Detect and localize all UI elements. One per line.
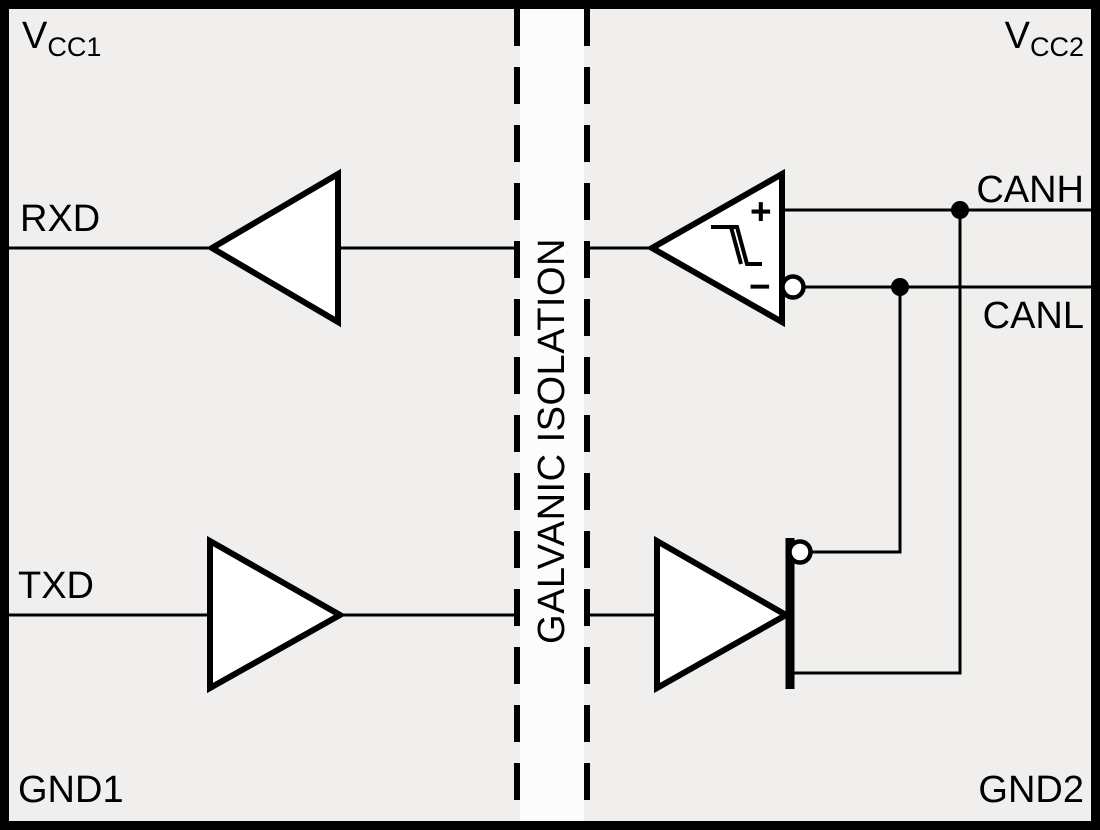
canh-junction-dot (951, 201, 969, 219)
canh-to-driver-output-wire (790, 210, 962, 675)
galvanic-isolation-label: GALVANIC ISOLATION (531, 238, 573, 644)
rx-buffer-icon (206, 168, 341, 328)
vcc1-subscript: CC1 (47, 32, 102, 62)
vcc2-label: VCC2 (1004, 15, 1084, 62)
comparator-icon (645, 168, 785, 328)
gnd2-pin-label: GND2 (978, 769, 1084, 811)
vcc1-label: VCC1 (22, 15, 101, 62)
gnd1-pin-label: GND1 (18, 769, 124, 811)
comparator-inverting-bubble-icon (780, 274, 806, 300)
comparator-minus-input-label: − (749, 266, 771, 307)
canl-pin-label: CANL (982, 295, 1084, 337)
txd-pin-label: TXD (18, 565, 94, 607)
canl-to-driver-bubble-wire (811, 287, 902, 554)
rxd-pin-label: RXD (20, 198, 101, 240)
hysteresis-icon-second-slope (729, 226, 743, 265)
vcc1-main-text: V (22, 15, 48, 57)
vcc2-main-text: V (1004, 15, 1030, 57)
driver-inverting-bubble-icon (787, 539, 813, 565)
tx-buffer-icon (207, 535, 347, 694)
hysteresis-icon (711, 225, 762, 266)
canh-pin-label: CANH (976, 169, 1084, 211)
comparator-plus-input-label: + (750, 191, 772, 232)
vcc2-subscript: CC2 (1029, 32, 1084, 62)
isolation-strip (520, 9, 584, 821)
canl-junction-dot (891, 278, 909, 296)
driver-icon (654, 535, 793, 694)
